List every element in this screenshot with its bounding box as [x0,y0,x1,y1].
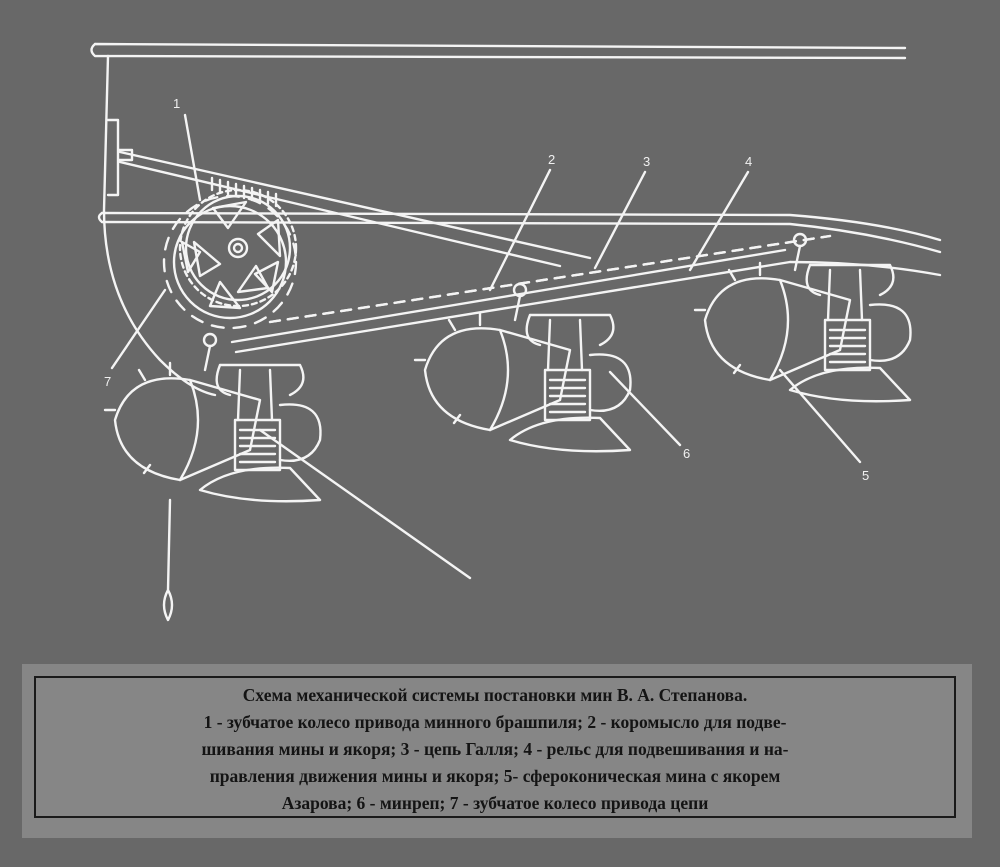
callout-4: 4 [745,154,752,169]
callout-5: 5 [862,468,869,483]
callout-leaders [110,113,862,464]
deck [90,42,907,397]
caption-box: Схема механической системы постановки ми… [34,676,956,818]
callout-7: 7 [104,374,111,389]
caption-line: Азарова; 6 - минреп; 7 - зубчатое колесо… [281,793,709,813]
gall-chain [268,234,832,324]
caption-title: Схема механической системы постановки ми… [242,685,748,705]
caption-panel [22,664,972,838]
mine-laying-diagram: 1 2 3 4 5 6 7 [90,42,942,622]
caption-line: шивания мины и якоря; 3 - цепь Галля; 4 … [201,739,789,759]
mine-with-anchor [103,332,322,503]
mine-with-anchor [693,232,912,403]
mine-with-anchor [413,282,632,453]
caption-line: 1 - зубчатое колесо привода минного браш… [203,712,787,732]
callout-6: 6 [683,446,690,461]
mines [103,232,912,503]
rail [97,211,942,354]
minrep-line [258,428,472,580]
callout-1: 1 [173,96,180,111]
callout-3: 3 [643,154,650,169]
callout-2: 2 [548,152,555,167]
caption-line: правления движения мины и якоря; 5- сфер… [209,766,781,786]
anchor-rope [162,498,174,622]
gear-7-chain-drive [162,194,298,330]
